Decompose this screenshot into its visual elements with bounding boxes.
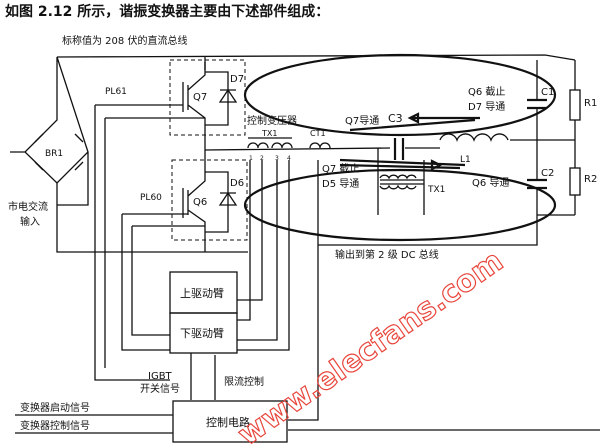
pin-1: 1 — [249, 155, 253, 162]
pl61-label: PL61 — [105, 87, 127, 97]
pin-2: 2 — [260, 155, 264, 162]
pl60-label: PL60 — [140, 193, 162, 203]
switch-signal-label: 开关信号 — [140, 382, 180, 395]
control-transformer-tx1 — [247, 137, 293, 149]
d5-on-label: D5 导通 — [322, 178, 359, 190]
control-transformer-label: 控制变压器 — [247, 114, 297, 127]
lower-drive-box — [169, 312, 238, 354]
q6-on-label: Q6 导通 — [472, 177, 509, 189]
output-network-wires — [318, 60, 576, 246]
current-transformer-ct1 — [288, 142, 331, 421]
igbt-q7: Q7 D7 — [182, 62, 244, 170]
bottom-rail — [56, 183, 248, 253]
c2-label: C2 — [541, 168, 554, 179]
l1-label: L1 — [460, 155, 471, 165]
current-loop-bottom — [243, 168, 557, 242]
pin-3: 3 — [275, 155, 279, 162]
svg-text:BR1: BR1 — [45, 149, 63, 159]
control-signal-label: 变换器控制信号 — [20, 419, 90, 432]
control-circuit-label: 控制电路 — [206, 415, 250, 429]
dc-bus-wire — [56, 54, 576, 70]
ac-input-label: 市电交流 — [8, 200, 48, 213]
resistor-r1 — [569, 89, 581, 121]
svg-text:Q7: Q7 — [193, 92, 207, 103]
dc-bus-label: 标称值为 208 伏的直流总线 — [62, 34, 187, 47]
control-circuit-box — [172, 400, 288, 443]
c1-label: C1 — [541, 87, 554, 98]
title: 如图 2.12 所示，谐振变换器主要由下述部件组成： — [5, 3, 329, 20]
q7-off-label: Q7 截止 — [322, 162, 359, 175]
r2-label: R2 — [584, 174, 597, 185]
bridge-rectifier-br1: BR1 — [10, 56, 89, 206]
gate-wires — [94, 104, 205, 381]
ac-input-label-2: 输入 — [20, 215, 40, 228]
pin-4: 4 — [287, 155, 291, 162]
capacitor-c3 — [393, 138, 405, 160]
drive-wires — [237, 160, 290, 351]
inductor-l1 — [439, 133, 509, 142]
q6-off-label: Q6 截止 — [468, 85, 505, 98]
output-transformer-tx1: TX1 — [377, 148, 445, 215]
r1-label: R1 — [584, 98, 597, 109]
c3-label: C3 — [388, 112, 403, 125]
svg-text:Q6: Q6 — [193, 197, 207, 208]
capacitor-c1 — [527, 98, 547, 110]
output-label: 输出到第 2 级 DC 总线 — [335, 248, 439, 261]
current-limit-label: 限流控制 — [224, 375, 264, 388]
svg-text:TX1: TX1 — [427, 185, 445, 195]
watermark: www.elecfans.com — [232, 244, 510, 448]
current-loop-top — [243, 53, 557, 137]
ct1-label: CT1 — [310, 129, 326, 138]
tx1-ctrl-label: TX1 — [261, 129, 277, 138]
igbt-q6: Q6 D6 — [182, 170, 244, 252]
d7-on-label: D7 导通 — [468, 101, 505, 113]
control-to-drive-wires — [190, 353, 216, 400]
current-arrows — [339, 112, 480, 171]
resistor-r2 — [569, 167, 581, 196]
start-signal-label: 变换器启动信号 — [20, 401, 90, 414]
input-signal-wires — [15, 414, 600, 434]
upper-drive-label: 上驱动臂 — [180, 287, 224, 300]
midpoint-wire — [204, 139, 575, 151]
lower-drive-label: 下驱动臂 — [180, 327, 224, 340]
igbt-label: IGBT — [148, 371, 173, 382]
svg-text:D7: D7 — [230, 74, 244, 85]
svg-text:D6: D6 — [230, 178, 244, 189]
q7-on-label: Q7导通 — [345, 115, 379, 127]
